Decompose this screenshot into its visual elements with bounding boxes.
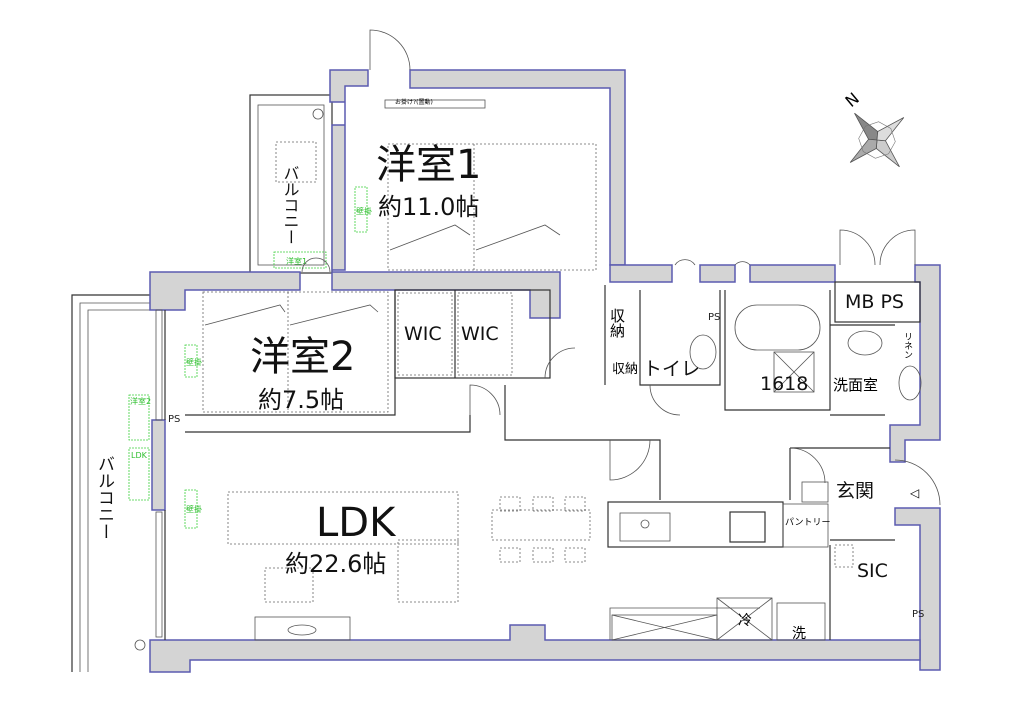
balcony-top: バルコニー 洋室1 <box>249 94 333 274</box>
ac-unit-label: 洋室2 <box>130 396 151 406</box>
furniture: 壁掛 壁掛 壁掛 <box>184 99 922 641</box>
linen-label: リネン <box>902 332 913 359</box>
wall-mount-label: 壁掛 <box>186 504 202 514</box>
mbps-label: MB PS <box>845 291 904 313</box>
storage2-label: 収納 <box>612 362 638 377</box>
compass-icon <box>849 112 905 168</box>
ldk-name: LDK <box>316 500 397 546</box>
sic-label: SIC <box>857 560 888 582</box>
ps-label: PS <box>708 312 720 323</box>
western2-name: 洋室2 <box>250 334 355 380</box>
storage1-label: 収納 <box>608 308 626 339</box>
wic1-label: WIC <box>404 323 442 345</box>
pantry-label: パントリー <box>785 517 830 528</box>
western1-area: 約11.0帖 <box>378 193 479 221</box>
bath-label: 1618 <box>760 373 808 395</box>
balcony-top-label: バルコニー <box>281 165 300 245</box>
washroom-label: 洗面室 <box>833 376 878 394</box>
ldk-area: 約22.6帖 <box>285 550 386 578</box>
western2-area: 約7.5帖 <box>258 386 344 414</box>
entrance-door-icon: ◁ <box>909 486 919 500</box>
walls <box>149 69 941 673</box>
ac-unit-label: 洋室1 <box>286 256 307 266</box>
toilet-label: トイレ <box>643 358 700 380</box>
compass-north-label: N <box>841 89 862 111</box>
wic2-label: WIC <box>461 323 499 345</box>
balcony-left: バルコニー 洋室2 LDK <box>71 294 152 672</box>
washer-label: 洗 <box>792 626 806 642</box>
wall-mount-label: 壁掛 <box>186 357 202 367</box>
fridge-label: 冷 <box>738 613 752 629</box>
closet-note: お掛け?(置動) <box>395 98 433 106</box>
wall-mount-label: 壁掛 <box>356 206 372 216</box>
western1-name: 洋室1 <box>376 142 481 188</box>
ps-label: PS <box>168 414 180 425</box>
balcony-left-label: バルコニー <box>94 455 114 540</box>
ac-unit-label: LDK <box>131 451 148 460</box>
partitions <box>155 29 941 640</box>
ps-label: PS <box>912 609 924 620</box>
entrance-label: 玄関 <box>836 480 874 502</box>
